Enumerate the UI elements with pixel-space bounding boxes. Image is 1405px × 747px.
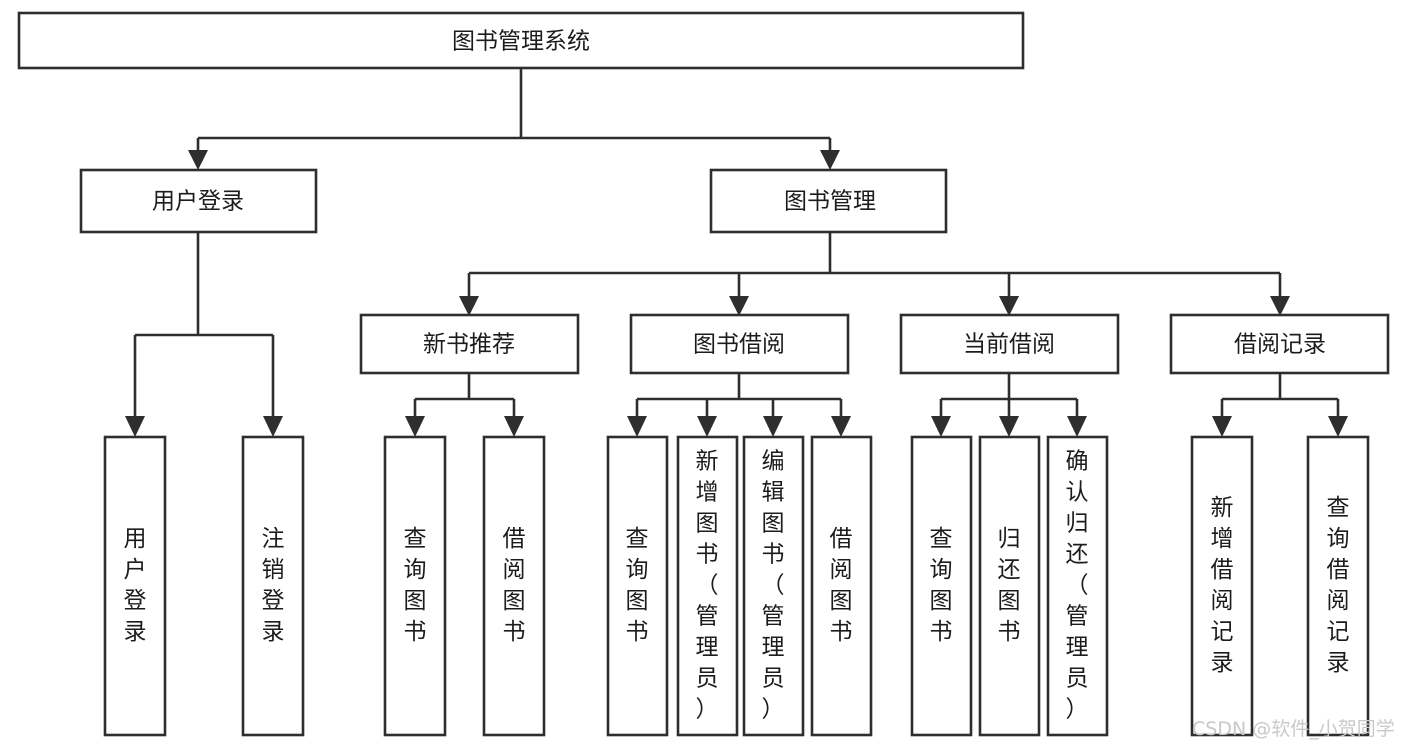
node-leaf-query-book-1-label: 查询图书 (404, 526, 427, 645)
arrowhead-leaf-edit-book (763, 416, 783, 437)
node-root-box[interactable] (17, 11, 1025, 70)
arrowhead-leaf-return-book (999, 416, 1019, 437)
node-book-management-box[interactable] (709, 168, 948, 234)
node-root[interactable]: 图书管理系统 (17, 11, 1025, 70)
node-leaf-return-book-label: 归还图书 (998, 526, 1021, 645)
arrowhead-leaf-borrow-book-1 (504, 416, 524, 437)
node-book-management[interactable]: 图书管理 (709, 168, 948, 234)
node-leaf-borrow-book-2-label: 借阅图书 (830, 526, 853, 645)
arrowhead-leaf-borrow-book-2 (831, 416, 851, 437)
arrowhead-user-login (188, 150, 208, 170)
node-leaf-borrow-book-1[interactable]: 借阅图书 (482, 435, 546, 737)
arrowhead-leaf-confirm-return (1067, 416, 1087, 437)
node-leaf-add-record-box[interactable] (1190, 435, 1254, 737)
node-book-borrow[interactable]: 图书借阅 (629, 313, 850, 375)
arrowhead-current-borrow (999, 296, 1019, 316)
node-leaf-add-record-label: 新增借阅记录 (1211, 495, 1234, 676)
node-leaf-edit-book-label: 编辑图书（管理员） (762, 449, 785, 723)
node-new-book-recommend-label: 新书推荐 (423, 332, 515, 358)
node-new-book-recommend[interactable]: 新书推荐 (359, 313, 580, 375)
node-leaf-query-record[interactable]: 查询借阅记录 (1306, 435, 1370, 737)
node-user-login[interactable]: 用户登录 (79, 168, 318, 234)
node-leaf-user-logout[interactable]: 注销登录 (241, 435, 305, 737)
node-leaf-query-book-2[interactable]: 查询图书 (606, 435, 669, 737)
node-borrow-record-label: 借阅记录 (1234, 332, 1326, 358)
node-leaf-user-login-label: 用户登录 (124, 526, 147, 645)
node-leaf-confirm-return[interactable]: 确认归还（管理员） (1046, 435, 1109, 737)
node-current-borrow[interactable]: 当前借阅 (899, 313, 1120, 375)
node-borrow-record[interactable]: 借阅记录 (1169, 313, 1390, 375)
arrowhead-leaf-user-login (125, 416, 145, 437)
node-leaf-user-logout-label: 注销登录 (262, 526, 285, 645)
node-leaf-return-book-box[interactable] (978, 435, 1041, 737)
arrowhead-book-management (820, 150, 840, 170)
node-book-management-label: 图书管理 (784, 189, 876, 215)
arrowhead-leaf-query-book-1 (405, 416, 425, 437)
node-leaf-user-logout-box[interactable] (241, 435, 305, 737)
node-leaf-edit-book[interactable]: 编辑图书（管理员） (742, 435, 805, 737)
node-leaf-user-login-box[interactable] (103, 435, 167, 737)
arrowhead-new-book-recommend (459, 296, 479, 316)
node-leaf-add-book-box[interactable] (676, 435, 739, 737)
node-leaf-query-book-3-label: 查询图书 (930, 526, 953, 645)
node-leaf-borrow-book-2[interactable]: 借阅图书 (810, 435, 873, 737)
arrowhead-book-borrow (729, 296, 749, 316)
node-leaf-borrow-book-2-box[interactable] (810, 435, 873, 737)
node-leaf-query-book-1[interactable]: 查询图书 (383, 435, 447, 737)
arrowhead-leaf-query-book-3 (931, 416, 951, 437)
node-user-login-box[interactable] (79, 168, 318, 234)
node-leaf-borrow-book-1-box[interactable] (482, 435, 546, 737)
node-leaf-add-book[interactable]: 新增图书（管理员） (676, 435, 739, 737)
node-root-label: 图书管理系统 (452, 29, 590, 55)
connector-layer (133, 68, 1340, 418)
arrowhead-leaf-user-logout (263, 416, 283, 437)
node-current-borrow-box[interactable] (899, 313, 1120, 375)
node-leaf-borrow-book-1-label: 借阅图书 (503, 526, 526, 645)
node-leaf-confirm-return-box[interactable] (1046, 435, 1109, 737)
node-leaf-confirm-return-label: 确认归还（管理员） (1066, 449, 1089, 723)
node-user-login-label: 用户登录 (152, 189, 244, 215)
node-leaf-add-book-label: 新增图书（管理员） (696, 449, 719, 723)
arrowhead-leaf-add-record (1212, 416, 1232, 437)
node-leaf-query-book-3[interactable]: 查询图书 (910, 435, 973, 737)
node-leaf-query-record-box[interactable] (1306, 435, 1370, 737)
arrowhead-leaf-add-book (697, 416, 717, 437)
node-leaf-return-book[interactable]: 归还图书 (978, 435, 1041, 737)
arrowhead-leaf-query-record (1328, 416, 1348, 437)
csdn-watermark: CSDN @软件_小贺同学 (1192, 718, 1395, 740)
node-leaf-query-book-3-box[interactable] (910, 435, 973, 737)
arrowhead-layer (125, 150, 1348, 437)
node-new-book-recommend-box[interactable] (359, 313, 580, 375)
node-leaf-query-book-2-label: 查询图书 (626, 526, 649, 645)
node-leaf-edit-book-box[interactable] (742, 435, 805, 737)
node-leaf-query-book-2-box[interactable] (606, 435, 669, 737)
node-borrow-record-box[interactable] (1169, 313, 1390, 375)
node-leaf-query-record-label: 查询借阅记录 (1327, 495, 1350, 676)
node-book-borrow-label: 图书借阅 (693, 332, 785, 358)
node-leaf-add-record[interactable]: 新增借阅记录 (1190, 435, 1254, 737)
node-current-borrow-label: 当前借阅 (963, 332, 1055, 358)
node-book-borrow-box[interactable] (629, 313, 850, 375)
node-leaf-user-login[interactable]: 用户登录 (103, 435, 167, 737)
arrowhead-leaf-query-book-2 (627, 416, 647, 437)
node-leaf-query-book-1-box[interactable] (383, 435, 447, 737)
arrowhead-borrow-record (1270, 296, 1290, 316)
